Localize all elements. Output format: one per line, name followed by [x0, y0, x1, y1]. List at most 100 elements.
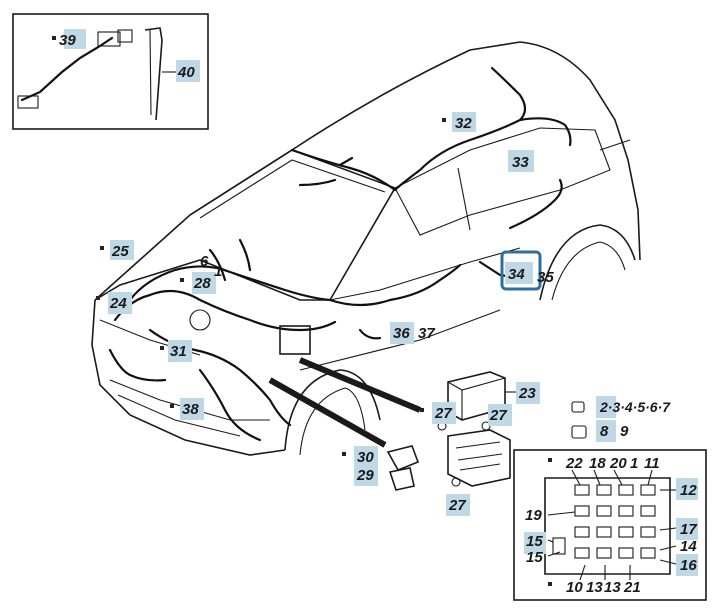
callout-27-b: 27	[489, 407, 507, 424]
callout-1: 1	[214, 263, 222, 280]
pad-30	[354, 446, 378, 468]
header-harness	[290, 148, 397, 192]
callout-15-a: 15	[526, 533, 543, 550]
door-bottom	[299, 309, 501, 371]
rear-spoiler	[599, 139, 631, 151]
front-bumper	[91, 299, 286, 456]
pad-28	[192, 272, 216, 294]
relay-block	[189, 309, 211, 331]
callout-labels: 39 40 32 33 25 6 1 28 24 31 38 36 37 34 …	[59, 32, 697, 596]
callout-25: 25	[111, 243, 129, 260]
dash-harness	[328, 263, 462, 307]
junction-block	[447, 429, 511, 487]
fusebox-inset	[513, 449, 707, 601]
pad-17	[676, 518, 698, 540]
pad-29	[354, 464, 378, 486]
callout-24: 24	[109, 295, 127, 312]
mirror-harness	[298, 156, 354, 187]
connector-39-b	[97, 31, 121, 47]
pad-38	[180, 398, 204, 420]
callout-9: 9	[620, 423, 629, 440]
callout-12: 12	[680, 482, 697, 499]
callout-27-c: 27	[448, 497, 466, 514]
inset-frame	[12, 13, 209, 130]
callout-18: 18	[589, 455, 606, 472]
callout-19: 19	[525, 507, 542, 524]
callout-27-a: 27	[434, 405, 452, 422]
pad-40	[176, 60, 200, 82]
side-window-frame	[394, 127, 611, 236]
pad-33	[508, 150, 534, 172]
clip-29	[388, 467, 415, 491]
pointer-strokes	[268, 357, 422, 448]
engine-harness-upper	[128, 265, 332, 302]
callout-13: 13	[586, 579, 603, 596]
relay-8-9	[571, 425, 587, 439]
callout-30: 30	[357, 449, 374, 466]
pad-25	[110, 240, 134, 260]
pad-31	[168, 340, 192, 362]
battery	[279, 325, 311, 355]
pad-15a	[524, 532, 546, 554]
floor-harness-33	[508, 178, 563, 230]
callout-28: 28	[193, 275, 211, 292]
roof-harness-32	[393, 66, 527, 192]
callout-39: 39	[59, 32, 76, 49]
fusebox-frame	[513, 449, 707, 601]
callout-6: 6	[200, 253, 209, 270]
callout-29: 29	[356, 467, 374, 484]
callout-1b: 1	[630, 455, 638, 472]
callout-23: 23	[518, 385, 536, 402]
pad-23	[516, 382, 540, 404]
rear-wheel-arch	[539, 224, 636, 301]
front-tire	[299, 387, 366, 456]
pad-32	[452, 112, 476, 132]
pad-36	[390, 322, 414, 344]
fuse-2-7	[571, 401, 585, 413]
b-pillar	[457, 167, 471, 231]
pad-16	[676, 554, 698, 576]
callout-2-to-7: 2·3·4·5·6·7	[599, 399, 671, 415]
callout-22: 22	[565, 455, 583, 472]
pointer-to-30	[268, 377, 387, 448]
callout-20: 20	[609, 455, 627, 472]
highlight-box-34	[500, 250, 542, 291]
wiring-harness	[108, 66, 572, 442]
callout-35: 35	[537, 269, 554, 286]
callout-33: 33	[512, 154, 529, 171]
callout-8: 8	[600, 423, 609, 440]
pad-8	[596, 420, 616, 442]
pointer-to-23	[298, 357, 422, 413]
car-body	[91, 41, 641, 456]
callout-36: 36	[393, 325, 410, 342]
inset-box-connectors	[12, 13, 209, 130]
callout-16: 16	[680, 557, 697, 574]
bumper-harness	[198, 368, 262, 442]
callout-21: 21	[623, 579, 641, 596]
cable-tie-40	[144, 27, 163, 121]
pad-34	[505, 262, 533, 284]
pad-24	[108, 292, 132, 314]
exploded-parts	[386, 371, 587, 491]
pad-27c	[446, 494, 470, 516]
callout-32: 32	[455, 115, 472, 132]
callout-14: 14	[680, 538, 697, 555]
callout-15-b: 15	[526, 549, 543, 566]
front-end-harness	[108, 348, 167, 382]
bumper-lip	[117, 394, 241, 437]
pad-27b	[488, 404, 512, 426]
windshield	[189, 149, 397, 301]
roof-harness-branch	[518, 117, 572, 147]
callout-31: 31	[170, 343, 187, 360]
bracket-30	[386, 445, 420, 472]
pad-2to7	[596, 396, 616, 418]
ecu-23-edges	[447, 377, 506, 420]
fuse-branch	[208, 238, 252, 282]
fusebox-leaders	[547, 469, 677, 581]
hood	[94, 214, 330, 301]
engine-harness	[113, 289, 337, 332]
callout-pads	[64, 29, 698, 576]
windshield-inner	[199, 159, 386, 219]
